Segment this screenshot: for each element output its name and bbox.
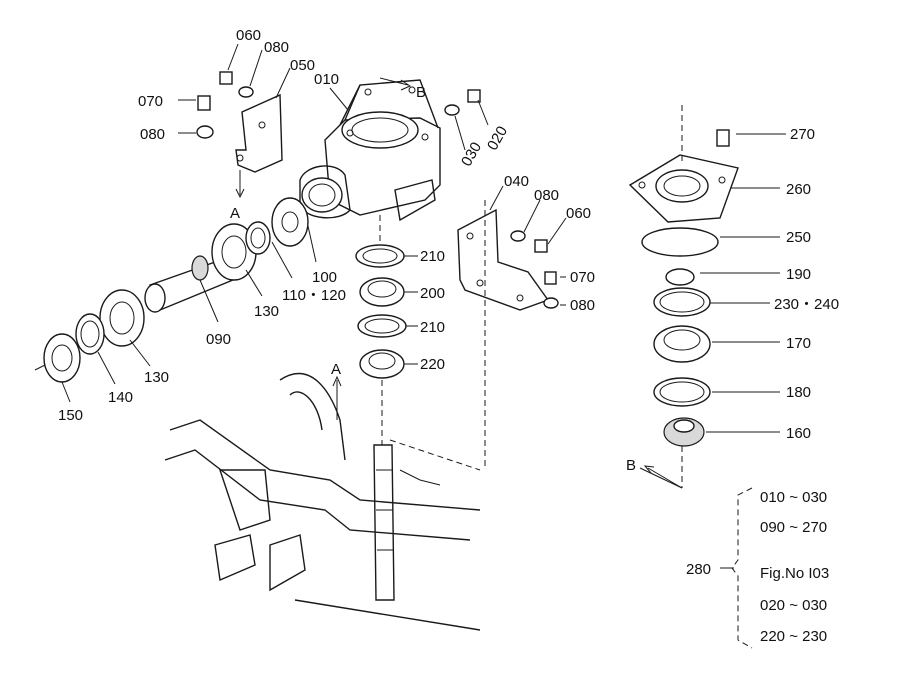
callout-250: 250: [786, 229, 811, 246]
callout-070-right: 070: [570, 269, 595, 286]
view-mark-b-top: B: [416, 84, 426, 101]
callout-080-lower: 080: [570, 297, 595, 314]
callout-210-upper: 210: [420, 248, 445, 265]
mower-frame: [164, 200, 486, 631]
callout-080-left: 080: [140, 126, 165, 143]
callout-280: 280: [686, 561, 711, 578]
leader-lines: [61, 43, 786, 569]
callout-230-240: 230・240: [774, 296, 839, 313]
callout-080-right: 080: [534, 187, 559, 204]
gearbox-housing-010: [299, 79, 441, 222]
callout-050: 050: [290, 57, 315, 74]
callout-060-right: 060: [566, 205, 591, 222]
kit-legend-line-3: Fig.No I03: [760, 565, 829, 582]
callout-130-upper: 130: [254, 303, 279, 320]
fasteners-top: [196, 71, 559, 309]
callout-040: 040: [504, 173, 529, 190]
callout-200: 200: [420, 285, 445, 302]
callout-210-lower: 210: [420, 319, 445, 336]
callout-100: 100: [312, 269, 337, 286]
callout-020: 020: [484, 123, 511, 153]
callout-150: 150: [58, 407, 83, 424]
view-arrows: [235, 77, 683, 489]
bracket-040: [457, 208, 550, 311]
bracket-050: [235, 93, 283, 173]
kit-legend-line-2: 090 ~ 270: [760, 519, 827, 536]
callout-090: 090: [206, 331, 231, 348]
kit-brace: [731, 487, 753, 649]
kit-legend-line-5: 220 ~ 230: [760, 628, 827, 645]
callout-080-top: 080: [264, 39, 289, 56]
right-exploded-stack: [628, 105, 739, 489]
callout-010: 010: [314, 71, 339, 88]
callout-170: 170: [786, 335, 811, 352]
view-mark-a-mid: A: [331, 361, 341, 378]
callout-030: 030: [458, 139, 485, 169]
callout-110-120: 110・120: [282, 287, 346, 304]
callout-060-top: 060: [236, 27, 261, 44]
callout-220: 220: [420, 356, 445, 373]
callout-130-lower: 130: [144, 369, 169, 386]
horizontal-shaft-assembly: [34, 197, 309, 383]
view-mark-b-right: B: [626, 457, 636, 474]
callout-140: 140: [108, 389, 133, 406]
vertical-stack: [355, 215, 407, 601]
callout-270: 270: [790, 126, 815, 143]
callout-070-left: 070: [138, 93, 163, 110]
callout-190: 190: [786, 266, 811, 283]
kit-legend-line-1: 010 ~ 030: [760, 489, 827, 506]
callout-180: 180: [786, 384, 811, 401]
kit-legend-line-4: 020 ~ 030: [760, 597, 827, 614]
callout-260: 260: [786, 181, 811, 198]
callout-160: 160: [786, 425, 811, 442]
view-mark-a-top: A: [230, 205, 240, 222]
